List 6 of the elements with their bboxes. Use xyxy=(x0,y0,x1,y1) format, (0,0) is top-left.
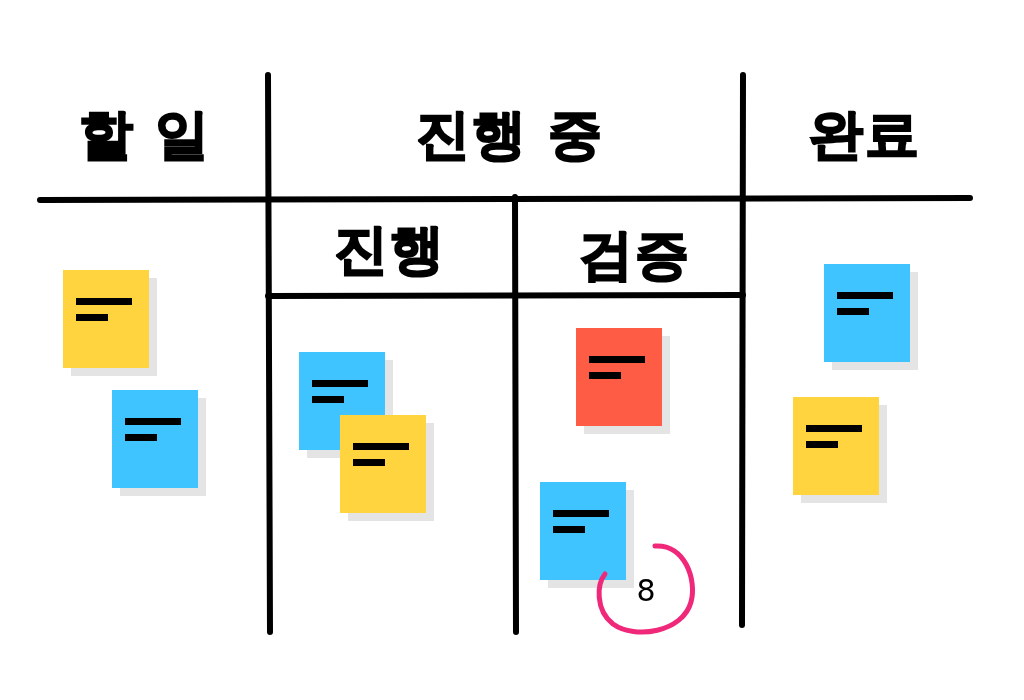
column-header: 검증 xyxy=(579,221,691,288)
column-header: 할 일 xyxy=(78,101,212,168)
circled-number: 8 xyxy=(595,540,697,640)
column-header: 진행 xyxy=(334,216,446,283)
column-header: 완료 xyxy=(809,101,921,168)
column-header: 진행 중 xyxy=(415,101,605,168)
